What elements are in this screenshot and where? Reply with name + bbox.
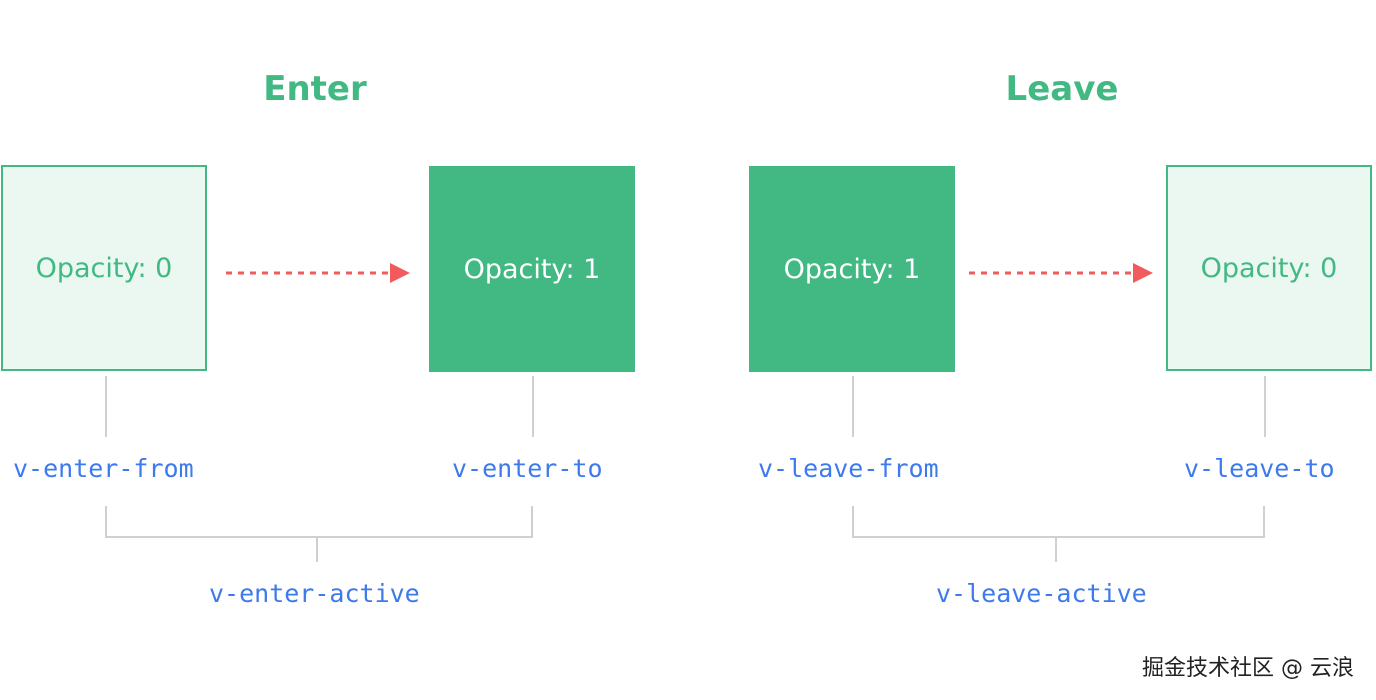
- leave-arrow-head: [1133, 263, 1153, 283]
- enter-to-class: v-enter-to: [452, 454, 603, 483]
- leave-from-box-label: Opacity: 1: [783, 253, 921, 285]
- leave-to-box-label: Opacity: 0: [1200, 252, 1338, 284]
- enter-active-bracket: [105, 506, 533, 538]
- enter-to-box: Opacity: 1: [429, 166, 635, 372]
- leave-to-box: Opacity: 0: [1166, 165, 1372, 371]
- enter-active-class: v-enter-active: [209, 579, 420, 608]
- enter-to-box-label: Opacity: 1: [463, 253, 601, 285]
- enter-arrow-head: [390, 263, 410, 283]
- enter-from-box: Opacity: 0: [1, 165, 207, 371]
- leave-from-class: v-leave-from: [758, 454, 939, 483]
- leave-from-box: Opacity: 1: [749, 166, 955, 372]
- watermark: 掘金技术社区 @ 云浪: [1142, 656, 1354, 681]
- enter-from-box-label: Opacity: 0: [35, 252, 173, 284]
- leave-active-class: v-leave-active: [936, 579, 1147, 608]
- enter-from-class: v-enter-from: [13, 454, 194, 483]
- enter-title: Enter: [263, 69, 367, 109]
- leave-to-class: v-leave-to: [1184, 454, 1335, 483]
- leave-active-bracket: [852, 506, 1265, 538]
- leave-title: Leave: [1005, 69, 1119, 109]
